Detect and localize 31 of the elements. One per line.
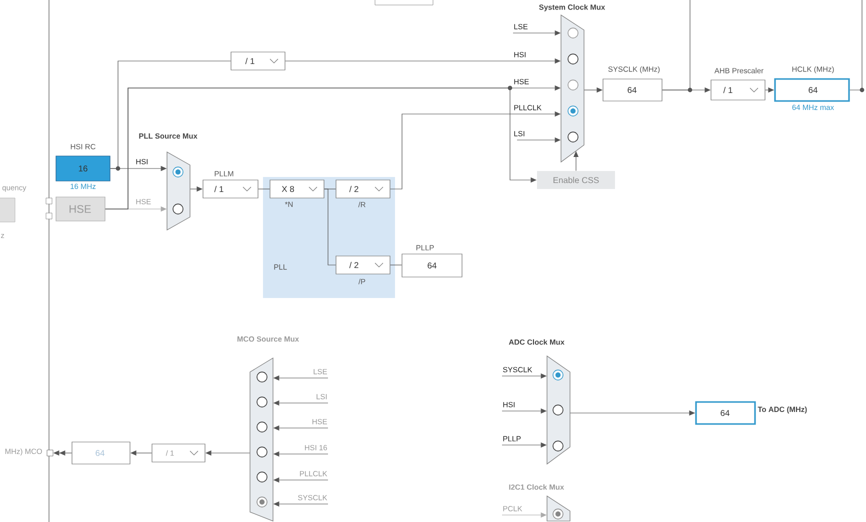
value-text: X 8 (282, 186, 294, 192)
value-text: 64 (96, 450, 104, 456)
dropdown-box (202, 180, 258, 198)
value-box (56, 156, 110, 182)
value-box (695, 401, 756, 425)
dropdown-box (336, 180, 390, 198)
value-box (72, 442, 130, 464)
multiplexer (250, 357, 274, 522)
value-text: 64 (628, 87, 636, 93)
value-text: / 1 (245, 58, 254, 64)
button-label: Enable CSS (554, 176, 599, 184)
dropdown-box (152, 444, 206, 462)
value-box (602, 78, 662, 102)
pin-square (46, 450, 54, 456)
value-text: 64 (720, 410, 730, 416)
dropdown-box (230, 52, 286, 70)
value-box (537, 171, 615, 189)
value-text: / 1 (214, 186, 224, 192)
value-text: / 1 (723, 86, 732, 94)
value-text: 64 (428, 262, 436, 268)
dropdown-box (710, 80, 766, 100)
value-box (46, 196, 106, 222)
value-text: 64 (808, 87, 818, 93)
value-box (774, 78, 850, 102)
value-box (402, 254, 462, 278)
value-text: 16 (78, 166, 88, 172)
value-text: HSE (70, 205, 91, 213)
dropdown-box (336, 256, 390, 274)
value-text: / 2 (349, 186, 358, 192)
dropdown-box (270, 180, 324, 198)
value-text: / 2 (349, 262, 358, 268)
